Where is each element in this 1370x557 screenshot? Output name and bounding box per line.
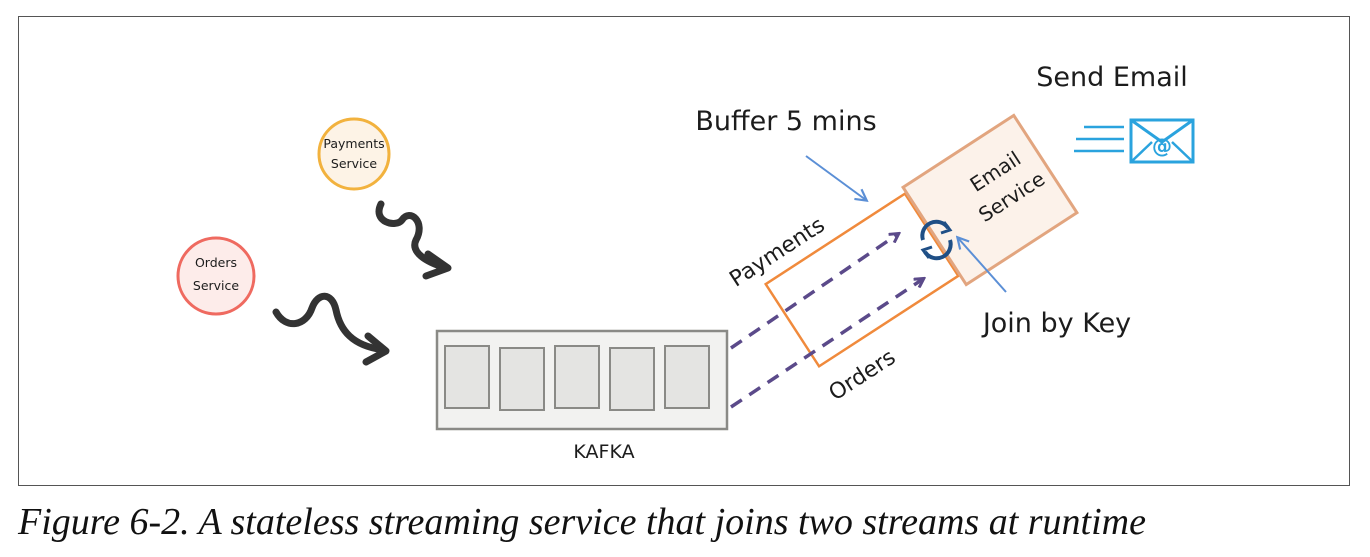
kafka-partition	[554, 345, 600, 409]
kafka-partition	[499, 347, 545, 411]
join-by-key-label: Join by Key	[981, 308, 1131, 339]
kafka-partition	[444, 345, 490, 409]
email-envelope-icon: @	[1074, 118, 1195, 164]
orders-service-node: Orders Service	[176, 236, 256, 316]
payments-service-node: Payments Service	[317, 117, 391, 191]
join-sync-icon	[920, 219, 953, 261]
orders-service-line1: Orders	[195, 255, 237, 270]
orders-service-line2: Service	[193, 278, 240, 293]
payments-service-line2: Service	[331, 156, 378, 171]
kafka-partition	[609, 347, 655, 411]
kafka-partition	[664, 345, 710, 409]
payments-stream-arrow	[730, 234, 898, 350]
send-email-label: Send Email	[1036, 62, 1188, 93]
kafka-label: KAFKA	[573, 441, 634, 463]
svg-text:@: @	[1152, 134, 1172, 158]
orders-stream-arrow	[730, 279, 923, 409]
buffer-label: Buffer 5 mins	[695, 106, 876, 137]
email-service-node: Email Service	[900, 113, 1080, 287]
buffer-pointer-arrow	[805, 155, 866, 200]
join-pointer-arrow	[958, 238, 1007, 293]
orders-squiggle-arrow	[272, 292, 390, 366]
payments-service-line1: Payments	[323, 136, 384, 151]
payments-squiggle-arrow	[375, 200, 452, 280]
kafka-node: KAFKA	[435, 329, 729, 463]
kafka-partitions	[444, 345, 710, 411]
buffer-window-box	[763, 191, 961, 369]
figure-caption: Figure 6-2. A stateless streaming servic…	[18, 501, 1146, 543]
